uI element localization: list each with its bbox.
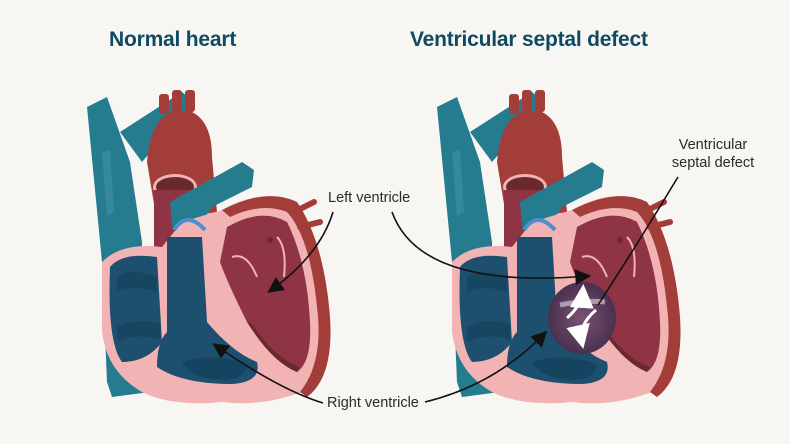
left-ventricle-label: Left ventricle [328,190,411,206]
right-ventricle-pointer-vsd [424,330,548,403]
blood-flow-arrow-down [566,308,597,349]
vsd-pointer [597,176,679,306]
normal-heart-title: Normal heart [109,28,237,51]
normal-heart-illustration [87,90,331,403]
vsd-heart-illustration [437,90,681,403]
blood-flow-arrow-up [566,284,594,320]
left-ventricle-pointer-normal [267,211,334,293]
vsd-label-line2: septal defect [671,155,755,171]
left-ventricle-pointer-vsd [391,211,592,286]
right-ventricle-label: Right ventricle [327,395,419,411]
vsd-title: Ventricular septal defect [410,28,648,51]
right-ventricle-pointer-normal [212,343,324,404]
vsd-label-line1: Ventricular [678,137,748,153]
vsd-label: Ventricular septal defect [663,136,763,172]
